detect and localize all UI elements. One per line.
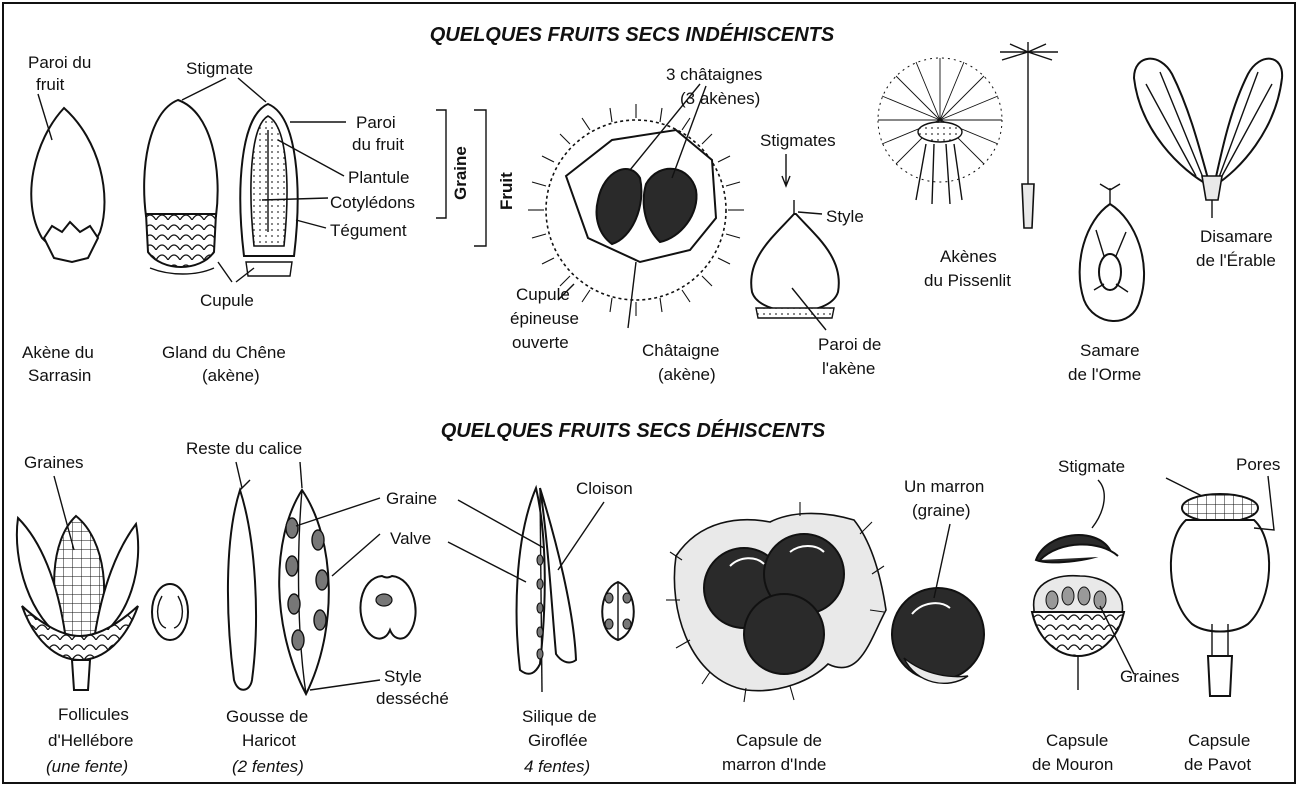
label-paroi-1: Paroi <box>356 113 396 132</box>
label-graine-haricot: Graine <box>386 489 437 508</box>
label-pissenlit-1: Akènes <box>940 247 997 266</box>
label-graine-bracket: Graine <box>451 146 470 200</box>
label-style-2: desséché <box>376 689 449 708</box>
label-gland-1: Gland du Chêne <box>162 343 286 362</box>
label-gland-2: (akène) <box>202 366 260 385</box>
giroflee-illustration <box>448 488 634 692</box>
label-silique-1: Silique de <box>522 707 597 726</box>
label-cupule-ep-3: ouverte <box>512 333 569 352</box>
label-chataigne-1: Châtaigne <box>642 341 720 360</box>
label-gousse-1: Gousse de <box>226 707 308 726</box>
label-gousse-2: Haricot <box>242 731 296 750</box>
label-cotyledons: Cotylédons <box>330 193 415 212</box>
label-silique-3: 4 fentes) <box>524 757 590 776</box>
label-paroi-akene-1: Paroi de <box>818 335 881 354</box>
label-pores: Pores <box>1236 455 1280 474</box>
label-paroi-2: du fruit <box>352 135 404 154</box>
label-cupule-ep-1: Cupule <box>516 285 570 304</box>
marron-inde-illustration <box>666 502 984 702</box>
label-pavot-1: Capsule <box>1188 731 1250 750</box>
label-chataignes-1: 3 châtaignes <box>666 65 762 84</box>
label-chataigne-2: (akène) <box>658 365 716 384</box>
label-reste-calice: Reste du calice <box>186 439 302 458</box>
label-orme-2: de l'Orme <box>1068 365 1141 384</box>
label-style: Style <box>826 207 864 226</box>
label-pavot-2: de Pavot <box>1184 755 1251 774</box>
label-erable-2: de l'Érable <box>1196 251 1276 270</box>
label-mouron-2: de Mouron <box>1032 755 1113 774</box>
label-paroi-fruit-2: fruit <box>36 75 65 94</box>
label-valve: Valve <box>390 529 431 548</box>
pavot-illustration <box>1171 476 1274 696</box>
label-gousse-3: (2 fentes) <box>232 757 304 776</box>
label-silique-2: Giroflée <box>528 731 588 750</box>
label-follicules-1: Follicules <box>58 705 129 724</box>
label-follicules-2: d'Hellébore <box>48 731 133 750</box>
label-cupule: Cupule <box>200 291 254 310</box>
label-fruit-bracket: Fruit <box>497 172 516 210</box>
label-graines-mouron: Graines <box>1120 667 1180 686</box>
label-marron-2: (graine) <box>912 501 971 520</box>
sarrasin-illustration <box>31 94 104 262</box>
hellebore-illustration <box>17 476 188 690</box>
label-orme-1: Samare <box>1080 341 1140 360</box>
erable-illustration <box>1134 59 1282 218</box>
label-tegument: Tégument <box>330 221 407 240</box>
label-cloison: Cloison <box>576 479 633 498</box>
label-marron-1: Un marron <box>904 477 984 496</box>
label-paroi-fruit-1: Paroi du <box>28 53 91 72</box>
pissenlit-illustration <box>878 42 1058 228</box>
label-capsule-marron-1: Capsule de <box>736 731 822 750</box>
label-paroi-akene-2: l'akène <box>822 359 875 378</box>
label-sarrasin-1: Akène du <box>22 343 94 362</box>
orme-illustration <box>1080 184 1144 321</box>
akene-chataigne-illustration <box>751 154 839 330</box>
label-capsule-marron-2: marron d'Inde <box>722 755 826 774</box>
label-stigmate-mouron: Stigmate <box>1058 457 1125 476</box>
title-indehiscent: QUELQUES FRUITS SECS INDÉHISCENTS <box>430 23 835 46</box>
label-pissenlit-2: du Pissenlit <box>924 271 1011 290</box>
title-dehiscent: QUELQUES FRUITS SECS DÉHISCENTS <box>441 419 826 442</box>
label-stigmate-gland: Stigmate <box>186 59 253 78</box>
label-mouron-1: Capsule <box>1046 731 1108 750</box>
label-sarrasin-2: Sarrasin <box>28 366 91 385</box>
label-erable-1: Disamare <box>1200 227 1273 246</box>
gland-illustration <box>144 78 486 282</box>
label-stigmates: Stigmates <box>760 131 836 150</box>
label-chataignes-2: (3 akènes) <box>680 89 760 108</box>
label-graines-hellebore: Graines <box>24 453 84 472</box>
label-cupule-ep-2: épineuse <box>510 309 579 328</box>
label-follicules-3: (une fente) <box>46 757 128 776</box>
label-style-1: Style <box>384 667 422 686</box>
label-plantule: Plantule <box>348 168 409 187</box>
